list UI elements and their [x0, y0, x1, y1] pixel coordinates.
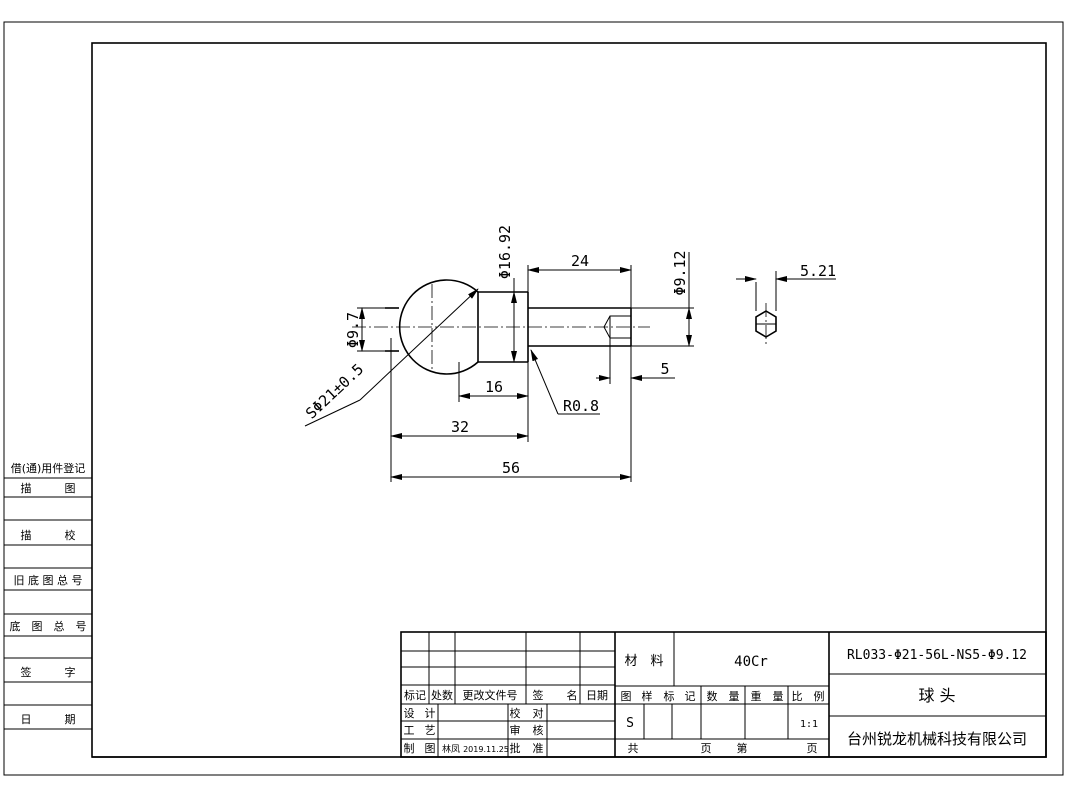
- sheet-total-label: 共: [628, 742, 639, 755]
- label-draw-b: 图: [425, 742, 436, 755]
- side-panel-title: 借(通)用件登记: [11, 461, 86, 475]
- dim-collar-diameter: Φ16.92: [496, 225, 514, 279]
- side-row-3: 旧 底 图 总 号: [14, 573, 83, 587]
- label-draw-a: 制: [404, 742, 415, 755]
- dim-hex-size: 5.21: [800, 262, 836, 280]
- sample-mark: S: [626, 716, 634, 731]
- label-check-b: 对: [533, 706, 544, 720]
- dimensions: Φ9.7 SΦ21±0.5 Φ16.92 24 Φ9.12 5 R0.: [302, 225, 694, 482]
- label-design-b: 计: [425, 707, 436, 720]
- label-process-b: 艺: [425, 724, 436, 737]
- dim-collar-offset: 16: [485, 378, 503, 396]
- dim-neck-diameter: Φ9.7: [344, 312, 362, 348]
- label-check-a: 校: [510, 706, 521, 720]
- dim-collar-position: 32: [451, 418, 469, 436]
- label-design-a: 设: [404, 707, 415, 720]
- rev-header-date: 日期: [586, 689, 608, 702]
- outer-sheet-border: [3, 21, 1064, 776]
- rev-header-doc: 更改文件号: [463, 688, 518, 702]
- material-value: 40Cr: [734, 654, 768, 670]
- rev-header-sign-b: 名: [567, 688, 578, 702]
- dim-overall-length: 56: [502, 459, 520, 477]
- attr-header-4: 记: [685, 690, 696, 703]
- hex-end-view: 5.21: [736, 262, 836, 346]
- material-label: 材 料: [624, 654, 663, 669]
- side-row-1: 描 图: [21, 481, 76, 495]
- dim-shaft-length: 24: [571, 252, 589, 270]
- scale-value: 1:1: [800, 719, 818, 730]
- label-approve-b: 准: [533, 742, 544, 755]
- label-review-a: 审: [510, 723, 521, 737]
- label-review-b: 核: [533, 723, 544, 737]
- sheet-unit-2: 页: [807, 742, 818, 755]
- side-row-4: 底 图 总 号: [10, 619, 87, 633]
- label-process-a: 工: [404, 724, 415, 737]
- drawing-number: RL033-Φ21-56L-NS5-Φ9.12: [847, 648, 1027, 663]
- side-panel: 借(通)用件登记 描 图 描 校 旧 底 图 总 号 底 图 总 号 签 字 日…: [4, 461, 92, 730]
- dim-shaft-diameter: Φ9.12: [671, 250, 689, 295]
- side-row-6: 日 期: [21, 713, 76, 726]
- sheet-no-label: 第: [737, 741, 748, 755]
- rev-header-sign-a: 签: [533, 688, 544, 702]
- attr-header-weight: 重 量: [751, 689, 784, 703]
- title-block: 标记 处数 更改文件号 签 名 日期 设 计 工 艺 制 图 林凤 2019.1…: [400, 631, 1047, 758]
- ball-stud-part: [352, 279, 650, 375]
- dim-fillet-radius: R0.8: [563, 397, 599, 415]
- drafter-name: 林凤: [442, 743, 460, 755]
- sheet-unit-1: 页: [701, 742, 712, 755]
- attr-header-2: 样: [642, 689, 653, 703]
- side-row-2: 描 校: [21, 528, 76, 542]
- part-name: 球 头: [918, 686, 955, 705]
- attr-header-scale: 比 例: [792, 689, 825, 703]
- label-approve-a: 批: [510, 741, 521, 755]
- dim-sphere-diameter: SΦ21±0.5: [302, 360, 367, 422]
- rev-header-mark: 标记: [404, 688, 426, 702]
- rev-header-count: 处数: [431, 689, 453, 702]
- company-name: 台州锐龙机械科技有限公司: [847, 730, 1027, 748]
- draw-date: 2019.11.25: [463, 745, 509, 754]
- attr-header-3: 标: [664, 689, 675, 703]
- side-row-5: 签 字: [21, 665, 76, 679]
- dim-hex-depth: 5: [660, 360, 669, 378]
- attr-header-qty: 数 量: [707, 690, 740, 703]
- attr-header-1: 图: [621, 690, 632, 703]
